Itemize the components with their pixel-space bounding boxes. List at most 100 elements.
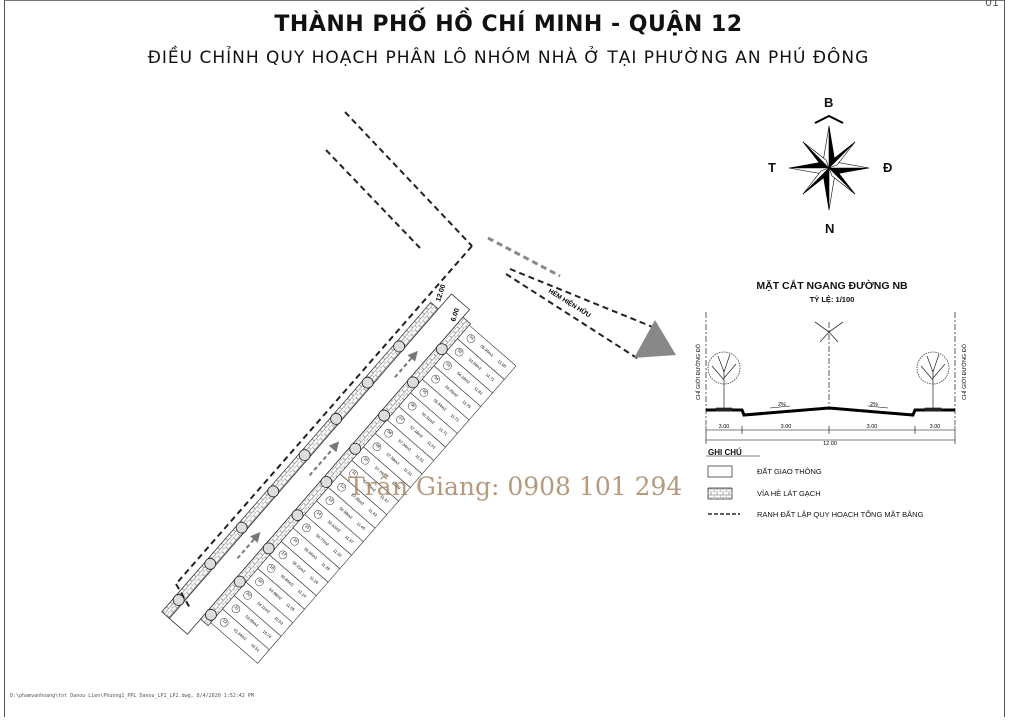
lot-number-marker [266,564,276,573]
tree-symbol [407,376,419,389]
tree-symbol [262,542,275,555]
sheet-border [4,0,1005,717]
lot-length: 11.37 [344,534,355,545]
dim-total: 12.00 [823,441,837,447]
direction-arrow-2 [328,441,340,453]
lot-number-marker [313,510,323,519]
lot-number-marker [219,618,229,627]
lot-number-marker [243,591,252,600]
legend-title: GHI CHÚ [708,448,742,457]
lot-length: 11.75 [462,399,473,410]
tree-symbol [378,409,391,422]
tree-symbol [330,413,343,425]
section-tree-left [707,351,741,412]
lot-number: 13 [328,496,335,503]
dim-2: 3.00 [781,424,792,430]
lot-strip: 0155.96m211.900253.94m211.710354.19m211.… [210,324,517,664]
direction-arrow-3 [407,350,418,362]
lot-length: 10.93 [273,615,284,626]
boundary-left-label: CHỈ GIỚI ĐƯỜNG ĐỎ [695,343,702,400]
lot-number: 10 [363,456,370,463]
lot-number: 20 [245,591,252,598]
lot-number-marker [231,604,241,614]
lot-number-marker [255,577,264,587]
tree-symbol [435,343,448,356]
lot-length: 11.61 [426,440,437,451]
watermark: Trần Giang: 0908 101 294 [348,472,683,501]
slope-right-label: 2% [870,402,878,408]
lot-number-marker [360,455,370,465]
lot-length: 11.71 [485,372,496,383]
lot-number: 14 [316,510,323,517]
lot-number: 15 [304,523,311,530]
map-subtitle: ĐIỀU CHỈNH QUY HOẠCH PHÂN LÔ NHÓM NHÀ Ở … [147,48,870,68]
lot-number: 17 [281,550,288,557]
lot-number-marker [278,550,288,560]
lot-number: 18 [269,564,276,571]
traffic-arrows [236,350,418,560]
section-pointer [487,236,676,358]
legend-item-sidewalk: VỈA HÈ LÁT GẠCH [757,489,821,498]
lot-number: 06 [410,402,417,409]
page-number: 01 [985,0,999,9]
compass-north-label: B [824,95,834,110]
tree-symbol [205,608,217,621]
legend-swatch-road [707,465,733,478]
cross-section-scale: TỶ LỆ: 1/100 [809,295,855,304]
lot-length: 11.71 [438,426,449,437]
lot-number-marker [396,415,405,424]
compass-west-label: T [768,160,776,175]
lot-number-marker [431,374,440,384]
tree-symbol [204,557,217,570]
lot-length: 11.40 [356,521,367,532]
lot-number: 22 [222,618,229,625]
lot-length: 10.74 [262,629,273,640]
lot-number-marker [325,496,335,506]
lot-number-marker [466,334,476,343]
file-path-footer: D:\phamvanhoang\tnt Danou Lien\Phuong1_P… [10,693,254,699]
lot-length: 11.81 [473,386,484,397]
legend-item-boundary: RANH ĐẤT LẬP QUY HOẠCH TỔNG MẶT BẰNG [757,510,924,519]
dim-3: 3.00 [867,424,878,430]
lot-length: 11.47 [379,494,390,505]
direction-arrow-1 [250,531,261,543]
lot-number-marker [337,483,346,492]
lot-length: 11.71 [450,413,461,424]
lot-length: 11.49 [391,480,402,491]
tree-symbol [233,575,246,588]
lot-number: 11 [351,469,358,476]
lot-number: 05 [422,388,429,395]
lot-length: 11.28 [321,561,332,572]
lot-length: 11.16 [297,588,308,599]
planning-boundary [175,111,661,609]
lot-number-marker [290,537,299,546]
legend-item-road: ĐẤT GIAO THÔNG [757,467,822,476]
lot-number: 16 [292,537,299,544]
lot-number: 12 [339,483,346,490]
lot-number: 04 [433,375,440,382]
lot-number-marker [407,401,417,411]
lot-length: 11.51 [415,453,426,464]
tree-symbol [298,449,311,462]
street-trees [172,340,448,621]
lot-number: 01 [469,334,476,341]
dim-1: 3.00 [719,424,730,430]
slope-left-label: 2% [778,402,786,408]
section-tree-right [916,351,950,412]
lot-number-marker [349,469,358,478]
tree-symbol [349,442,362,455]
lot-number-marker [372,442,382,451]
lot-length: 10.51 [250,642,261,653]
lot-length: 11.24 [309,575,320,586]
lot-plan: 0155.96m211.900253.94m211.710354.19m211.… [161,293,517,664]
